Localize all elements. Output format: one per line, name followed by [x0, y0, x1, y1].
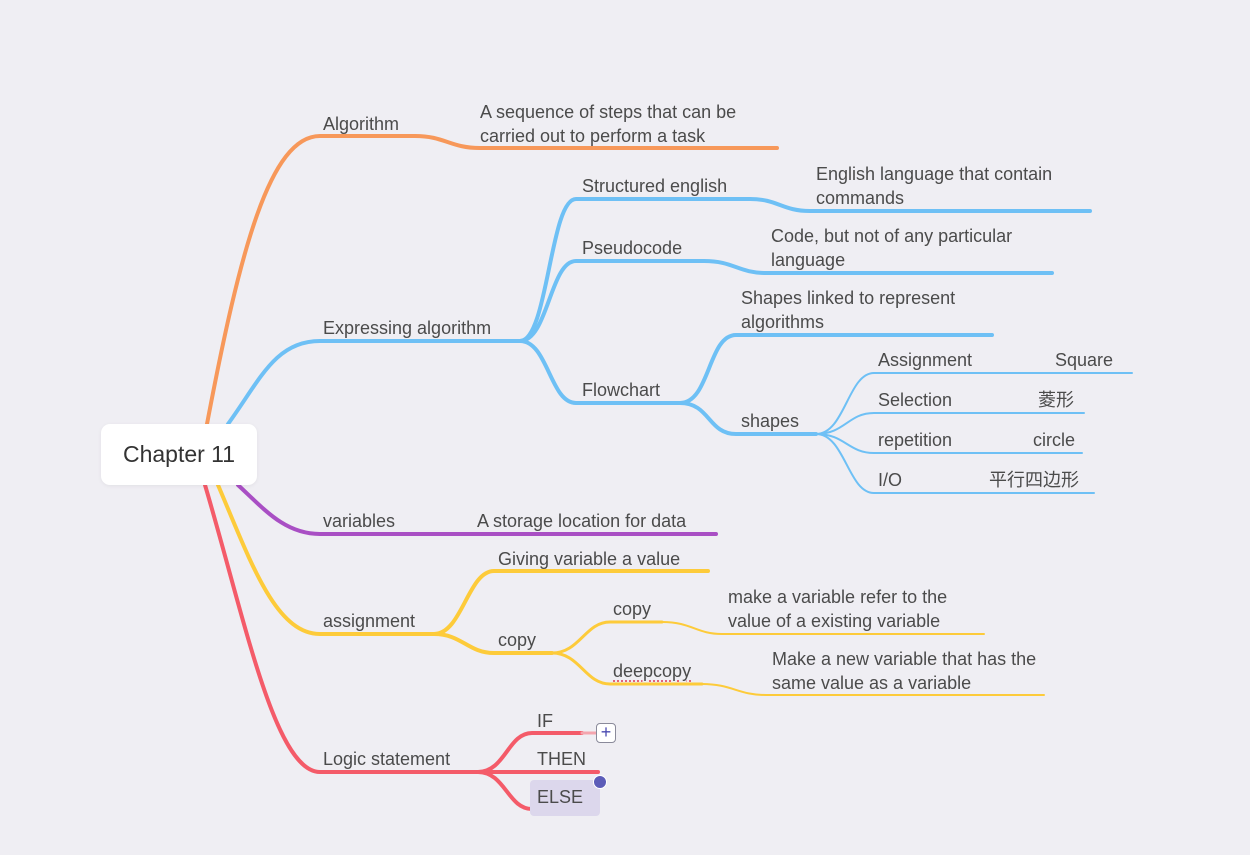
shapes-branch — [815, 372, 1133, 494]
link-assignment-copy — [432, 632, 554, 655]
link-algorithm-definition — [413, 134, 779, 150]
algorithm-branch — [205, 134, 779, 426]
link-expressing-flowchart — [518, 339, 682, 405]
logic-branch — [203, 483, 600, 811]
link-structured-desc — [748, 197, 1092, 213]
topic-shape-assignment-value[interactable]: Square — [1055, 350, 1114, 370]
topic-expressing-algorithm[interactable]: Expressing algorithm — [323, 318, 492, 338]
link-expressing-pseudocode — [518, 259, 706, 343]
topic-shape-io-value[interactable]: 平行四边形 — [989, 470, 1079, 490]
topic-shape-io[interactable]: I/O — [878, 470, 903, 490]
topic-shape-repetition[interactable]: repetition — [878, 430, 953, 450]
link-root-variables — [236, 483, 718, 536]
topic-then[interactable]: THEN — [537, 749, 586, 769]
topic-shape-assignment[interactable]: Assignment — [878, 350, 973, 370]
topic-structured-english-desc[interactable]: English language that contain commands — [816, 164, 1053, 208]
topic-shapes[interactable]: shapes — [741, 411, 800, 431]
topic-shape-selection-value[interactable]: 菱形 — [1038, 390, 1074, 410]
expressing-branch — [226, 197, 1092, 436]
link-flowchart-desc — [678, 333, 994, 405]
link-root-algorithm — [205, 134, 417, 426]
topic-algorithm[interactable]: Algorithm — [323, 114, 400, 134]
link-shapes-repetition — [815, 433, 1083, 454]
link-expressing-structured — [518, 197, 752, 343]
link-deep-desc — [701, 683, 1045, 696]
root-topic[interactable]: Chapter 11 — [101, 424, 257, 485]
topic-giving-variable-value[interactable]: Giving variable a value — [498, 549, 681, 569]
link-pseudocode-desc — [702, 259, 1054, 275]
topic-copy-shallow[interactable]: copy — [613, 599, 652, 619]
assignment-branch — [216, 483, 710, 655]
topic-flowchart[interactable]: Flowchart — [582, 380, 661, 400]
topic-assignment[interactable]: assignment — [323, 611, 416, 631]
connection-handle[interactable] — [593, 775, 607, 789]
plus-icon[interactable]: + — [596, 723, 616, 743]
link-root-expressing — [226, 339, 522, 426]
link-flowchart-shapes — [678, 401, 818, 436]
topic-shape-repetition-value[interactable]: circle — [1033, 430, 1076, 450]
variables-branch — [236, 483, 718, 536]
topic-pseudocode-desc[interactable]: Code, but not of any particular language — [771, 226, 1013, 270]
topic-flowchart-desc[interactable]: Shapes linked to represent algorithms — [741, 288, 956, 332]
topic-deepcopy-desc[interactable]: Make a new variable that has the same va… — [772, 649, 1037, 693]
link-root-logic — [203, 483, 480, 774]
copy-desc-branch — [661, 621, 1045, 696]
topic-pseudocode[interactable]: Pseudocode — [582, 238, 683, 258]
topic-structured-english[interactable]: Structured english — [582, 176, 728, 196]
link-copy-shallow — [550, 620, 664, 655]
topic-else[interactable]: ELSE — [537, 787, 584, 807]
topic-deepcopy[interactable]: deepcopy — [613, 661, 692, 681]
link-shapes-io — [815, 433, 1095, 494]
topic-algorithm-definition[interactable]: A sequence of steps that can be carried … — [480, 102, 737, 146]
link-root-assignment — [216, 483, 436, 636]
copy-branch — [550, 620, 704, 686]
link-assignment-giving — [432, 569, 710, 636]
topic-copy-shallow-desc[interactable]: make a variable refer to the value of a … — [728, 587, 948, 631]
topic-logic-statement[interactable]: Logic statement — [323, 749, 451, 769]
link-shallow-desc — [661, 621, 985, 635]
link-shapes-selection — [815, 412, 1085, 435]
topic-if[interactable]: IF — [537, 711, 553, 731]
link-copy-deep — [550, 651, 704, 686]
topic-shape-selection[interactable]: Selection — [878, 390, 953, 410]
topic-variables-desc[interactable]: A storage location for data — [477, 511, 687, 531]
topic-variables[interactable]: variables — [323, 511, 396, 531]
selection-highlight — [530, 780, 600, 816]
topic-copy[interactable]: copy — [498, 630, 537, 650]
link-shapes-assignment — [815, 372, 1133, 435]
